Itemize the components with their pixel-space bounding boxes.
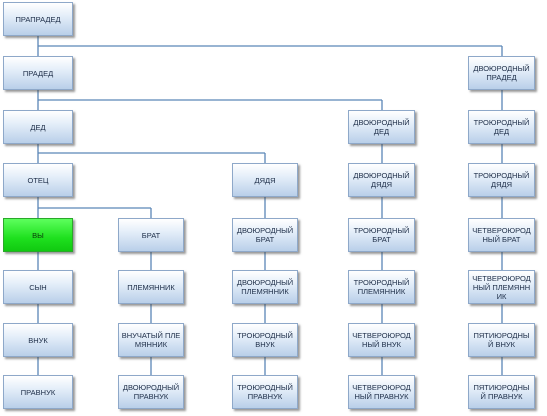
- node-dyadya: ДЯДЯ: [232, 163, 298, 197]
- node-chetveroyurodny-brat: ЧЕТВЕРОЮРОД НЫЙ БРАТ: [468, 218, 535, 252]
- node-vnuchaty-plemyannik: ВНУЧАТЫЙ ПЛЕМЯННИК: [118, 323, 184, 357]
- node-vy: ВЫ: [3, 218, 73, 252]
- node-dvoyurodny-brat: ДВОЮРОДНЫЙ БРАТ: [232, 218, 298, 252]
- node-troyurodny-ded: ТРОЮРОДНЫЙ ДЕД: [468, 110, 535, 144]
- node-prahed: ПРАДЕД: [3, 56, 73, 90]
- node-dvoyurodny-praded: ДВОЮРОДНЫЙ ПРАДЕД: [468, 56, 535, 90]
- node-dvoyurodny-ded: ДВОЮРОДНЫЙ ДЕД: [348, 110, 415, 144]
- node-pyatiyurodny-pravnuk: ПЯТИЮРОДНЫЙ ПРАВНУК: [468, 375, 535, 409]
- node-otec: ОТЕЦ: [3, 163, 73, 197]
- node-praprahed: ПРАПРАДЕД: [3, 2, 73, 36]
- node-syn: СЫН: [3, 270, 73, 304]
- node-troyurodny-dyadya: ТРОЮРОДНЫЙ ДЯДЯ: [468, 163, 535, 197]
- node-chetveroyurodny-plemyannik: ЧЕТВЕРОЮРОД НЫЙ ПЛЕМЯННИК: [468, 270, 535, 304]
- node-troyurodny-brat: ТРОЮРОДНЫЙ БРАТ: [348, 218, 415, 252]
- node-pravnuk: ПРАВНУК: [3, 375, 73, 409]
- node-dvoyurodny-dyadya: ДВОЮРОДНЫЙ ДЯДЯ: [348, 163, 415, 197]
- node-chetveroyurodny-vnuk: ЧЕТВЕРОЮРОД НЫЙ ВНУК: [348, 323, 415, 357]
- node-chetveroyurodny-pravnuk: ЧЕТВЕРОЮРОД НЫЙ ПРАВНУК: [348, 375, 415, 409]
- node-dvoyurodny-plemyannik: ДВОЮРОДНЫЙ ПЛЕМЯННИК: [232, 270, 298, 304]
- node-troyurodny-vnuk: ТРОЮРОДНЫЙ ВНУК: [232, 323, 298, 357]
- node-ded: ДЕД: [3, 110, 73, 144]
- node-plemyannik: ПЛЕМЯННИК: [118, 270, 184, 304]
- node-brat: БРАТ: [118, 218, 184, 252]
- node-pyatiyurodny-vnuk: ПЯТИЮРОДНЫЙ ВНУК: [468, 323, 535, 357]
- node-dvoyurodny-pravnuk: ДВОЮРОДНЫЙ ПРАВНУК: [118, 375, 184, 409]
- node-troyurodny-pravnuk: ТРОЮРОДНЫЙ ПРАВНУК: [232, 375, 298, 409]
- node-vnuk: ВНУК: [3, 323, 73, 357]
- node-troyurodny-plemyannik: ТРОЮРОДНЫЙ ПЛЕМЯННИК: [348, 270, 415, 304]
